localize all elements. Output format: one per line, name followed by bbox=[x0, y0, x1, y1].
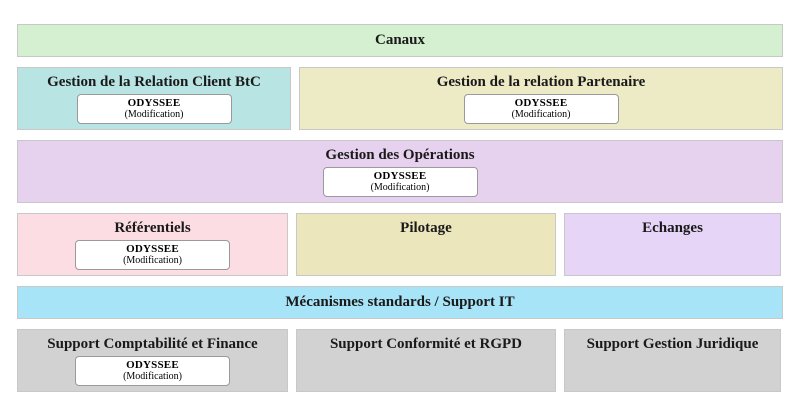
panel-relation-0[interactable]: Gestion de la Relation Client BtC ODYSSEE… bbox=[17, 67, 291, 130]
panel-mecanismes-0[interactable]: Mécanismes standards / Support IT bbox=[17, 286, 783, 319]
panel-title: Echanges bbox=[642, 220, 703, 236]
diagram-row-mecanismes: Mécanismes standards / Support IT bbox=[17, 286, 783, 319]
diagram-row-canaux: Canaux bbox=[17, 24, 783, 57]
panel-title: Gestion de la relation Partenaire bbox=[436, 74, 646, 90]
diagram-row-relation: Gestion de la Relation Client BtC ODYSSEE… bbox=[17, 67, 783, 130]
odyssee-status: (Modification) bbox=[123, 255, 182, 267]
odyssee-status: (Modification) bbox=[123, 371, 182, 383]
panel-supports-1[interactable]: Support Conformité et RGPD bbox=[296, 329, 556, 392]
panel-canaux-0[interactable]: Canaux bbox=[17, 24, 783, 57]
panel-title: Support Comptabilité et Finance bbox=[47, 336, 258, 352]
odyssee-label: ODYSSEE bbox=[373, 170, 427, 183]
panel-title: Pilotage bbox=[400, 220, 452, 236]
odyssee-label: ODYSSEE bbox=[127, 97, 181, 110]
panel-title: Support Gestion Juridique bbox=[586, 336, 759, 352]
panel-title: Support Conformité et RGPD bbox=[329, 336, 523, 352]
panel-title: Canaux bbox=[374, 31, 426, 48]
odyssee-status: (Modification) bbox=[511, 109, 571, 121]
odyssee-box[interactable]: ODYSSEE(Modification) bbox=[76, 94, 232, 125]
odyssee-label: ODYSSEE bbox=[514, 97, 568, 110]
odyssee-box[interactable]: ODYSSEE(Modification) bbox=[463, 94, 619, 125]
odyssee-box[interactable]: ODYSSEE(Modification) bbox=[322, 167, 478, 198]
panel-supports-2[interactable]: Support Gestion Juridique bbox=[564, 329, 781, 392]
odyssee-label: ODYSSEE bbox=[126, 243, 179, 256]
panel-title: Mécanismes standards / Support IT bbox=[285, 293, 515, 310]
odyssee-box[interactable]: ODYSSEE(Modification) bbox=[75, 240, 230, 271]
panel-title: Gestion de la Relation Client BtC bbox=[47, 74, 261, 90]
panel-title: Référentiels bbox=[114, 220, 191, 236]
panel-socle-1[interactable]: Pilotage bbox=[296, 213, 556, 276]
panel-socle-2[interactable]: Echanges bbox=[564, 213, 781, 276]
panel-title: Gestion des Opérations bbox=[325, 147, 475, 163]
odyssee-status: (Modification) bbox=[124, 109, 184, 121]
odyssee-box[interactable]: ODYSSEE(Modification) bbox=[75, 356, 230, 387]
odyssee-status: (Modification) bbox=[370, 182, 430, 194]
odyssee-label: ODYSSEE bbox=[126, 359, 179, 372]
